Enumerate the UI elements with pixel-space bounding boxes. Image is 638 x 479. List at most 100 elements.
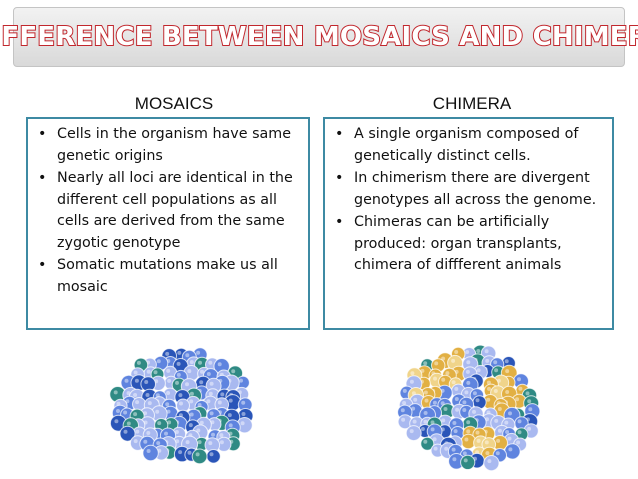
mosaics-bullet-list: •Cells in the organism have same genetic… bbox=[36, 124, 300, 298]
cell-highlight-icon bbox=[413, 397, 418, 402]
cell-highlight-icon bbox=[433, 446, 438, 451]
chimera-bullet-item: • A single organism composed of genetical… bbox=[333, 124, 604, 167]
cell-highlight-icon bbox=[144, 380, 149, 384]
cell-highlight-icon bbox=[167, 378, 172, 383]
cell-highlight-icon bbox=[200, 369, 204, 374]
bullet-icon: • bbox=[335, 170, 344, 186]
mosaics-bullet-item: •Cells in the organism have same genetic… bbox=[36, 124, 300, 167]
cell-highlight-icon bbox=[176, 361, 181, 366]
chimera-bullet-text: In chimerism there are divergent genotyp… bbox=[354, 170, 597, 208]
cell-icon bbox=[405, 425, 422, 442]
cell-highlight-icon bbox=[123, 429, 128, 434]
cell-highlight-icon bbox=[497, 407, 502, 411]
cell-highlight-icon bbox=[174, 430, 179, 434]
cell-highlight-icon bbox=[476, 368, 481, 373]
cell-highlight-icon bbox=[440, 401, 445, 406]
cell-highlight-icon bbox=[189, 399, 194, 404]
bullet-icon: • bbox=[38, 257, 47, 273]
cell-icon bbox=[142, 444, 159, 462]
cell-highlight-icon bbox=[507, 436, 512, 441]
mosaics-bullet-item: • Somatic mutations make us all mosaic bbox=[36, 255, 300, 298]
cell-highlight-icon bbox=[452, 421, 457, 425]
cell-highlight-icon bbox=[185, 382, 189, 387]
cell-highlight-icon bbox=[528, 407, 533, 412]
cell-highlight-icon bbox=[452, 457, 457, 462]
cell-highlight-icon bbox=[239, 378, 243, 383]
bullet-icon: • bbox=[335, 214, 344, 230]
cell-highlight-icon bbox=[199, 380, 204, 385]
cell-icon bbox=[460, 454, 476, 471]
cell-highlight-icon bbox=[443, 407, 448, 411]
cell-highlight-icon bbox=[401, 417, 406, 422]
cell-highlight-icon bbox=[411, 406, 416, 411]
cell-highlight-icon bbox=[410, 371, 415, 376]
cell-highlight-icon bbox=[476, 349, 481, 353]
cell-highlight-icon bbox=[409, 379, 414, 384]
cell-highlight-icon bbox=[464, 437, 469, 442]
cell-icon bbox=[420, 436, 435, 451]
cell-highlight-icon bbox=[133, 393, 138, 397]
cell-highlight-icon bbox=[196, 350, 201, 355]
cell-highlight-icon bbox=[508, 411, 512, 416]
cell-highlight-icon bbox=[433, 376, 437, 381]
cell-highlight-icon bbox=[484, 349, 489, 354]
cell-highlight-icon bbox=[136, 360, 141, 365]
cell-highlight-icon bbox=[420, 427, 425, 431]
cell-highlight-icon bbox=[494, 418, 499, 423]
cell-highlight-icon bbox=[517, 430, 522, 435]
cell-highlight-icon bbox=[189, 360, 194, 365]
cell-highlight-icon bbox=[177, 350, 182, 355]
cell-highlight-icon bbox=[487, 459, 492, 464]
chimera-bullet-text: A single organism composed of geneticall… bbox=[354, 126, 579, 164]
cell-highlight-icon bbox=[199, 420, 204, 425]
cell-highlight-icon bbox=[441, 377, 446, 382]
mosaics-bullet-text: Somatic mutations make us all mosaic bbox=[57, 257, 278, 295]
cell-highlight-icon bbox=[525, 391, 530, 396]
cell-highlight-icon bbox=[196, 428, 201, 433]
cell-highlight-icon bbox=[455, 407, 460, 412]
cell-highlight-icon bbox=[466, 380, 471, 385]
cell-highlight-icon bbox=[220, 392, 225, 397]
cell-highlight-icon bbox=[228, 423, 233, 428]
cell-icon bbox=[483, 455, 500, 472]
cell-highlight-icon bbox=[135, 429, 140, 434]
bullet-icon: • bbox=[38, 170, 47, 186]
cell-icon bbox=[119, 425, 136, 442]
cell-highlight-icon bbox=[486, 380, 491, 385]
cell-highlight-icon bbox=[430, 427, 435, 432]
cell-highlight-icon bbox=[179, 401, 183, 406]
cell-highlight-icon bbox=[485, 358, 490, 363]
cell-highlight-icon bbox=[432, 400, 437, 405]
cell-highlight-icon bbox=[493, 389, 498, 393]
cell-highlight-icon bbox=[155, 409, 160, 414]
cell-highlight-icon bbox=[146, 431, 151, 435]
cell-highlight-icon bbox=[197, 403, 202, 407]
cell-icon bbox=[191, 448, 208, 465]
cell-highlight-icon bbox=[515, 397, 520, 402]
cell-highlight-icon bbox=[430, 420, 435, 425]
chimera-bullet-item: • In chimerism there are divergent genoty… bbox=[333, 168, 604, 211]
cell-highlight-icon bbox=[113, 390, 118, 395]
title-banner: DIFFERENCE BETWEEN MOSAICS AND CHIMERA bbox=[0, 7, 638, 67]
cell-highlight-icon bbox=[451, 447, 456, 452]
cell-highlight-icon bbox=[494, 368, 499, 373]
cell-highlight-icon bbox=[217, 362, 222, 367]
cell-highlight-icon bbox=[134, 378, 139, 383]
cell-highlight-icon bbox=[187, 450, 192, 455]
cell-highlight-icon bbox=[206, 399, 211, 404]
blue-cell-cluster-icon bbox=[109, 347, 254, 465]
cell-highlight-icon bbox=[517, 419, 522, 424]
cell-highlight-icon bbox=[504, 359, 509, 364]
bullet-icon: • bbox=[335, 126, 344, 142]
cell-highlight-icon bbox=[133, 370, 138, 375]
cell-highlight-icon bbox=[165, 402, 170, 407]
cell-highlight-icon bbox=[240, 421, 245, 426]
cell-highlight-icon bbox=[209, 411, 214, 416]
cell-highlight-icon bbox=[462, 451, 467, 456]
cell-highlight-icon bbox=[466, 420, 471, 425]
cell-highlight-icon bbox=[484, 440, 489, 445]
cell-highlight-icon bbox=[143, 439, 148, 444]
cell-highlight-icon bbox=[444, 446, 449, 451]
cell-highlight-icon bbox=[454, 386, 459, 391]
cell-highlight-icon bbox=[466, 429, 471, 434]
